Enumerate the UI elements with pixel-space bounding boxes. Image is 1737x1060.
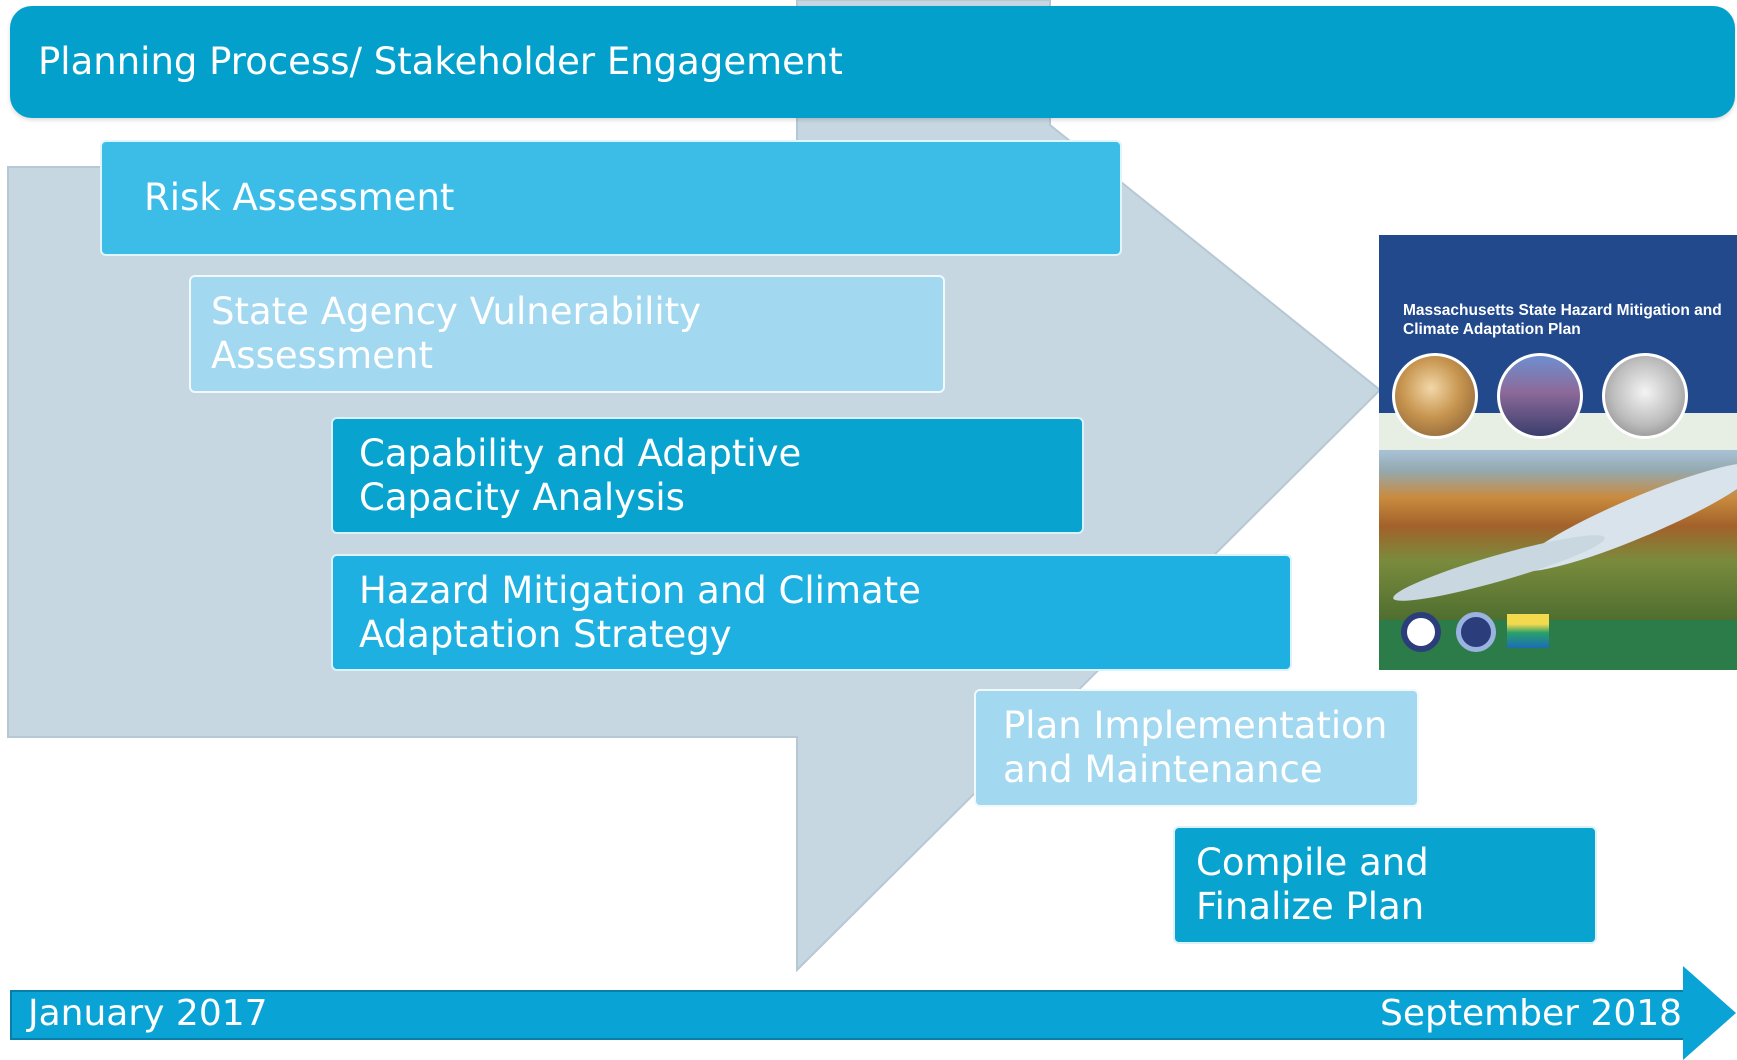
- cover-photo-3: [1602, 353, 1688, 439]
- plan-implementation-box: Plan Implementation and Maintenance: [974, 689, 1419, 807]
- plan-cover-image: Massachusetts State Hazard Mitigation an…: [1379, 235, 1737, 670]
- mitigation-strategy-label: Hazard Mitigation and Climate Adaptation…: [359, 568, 921, 656]
- timeline-start-label: January 2017: [28, 993, 268, 1034]
- mitigation-strategy-box: Hazard Mitigation and Climate Adaptation…: [331, 554, 1292, 671]
- cover-photo-1: [1392, 353, 1478, 439]
- compile-finalize-label: Compile and Finalize Plan: [1196, 841, 1429, 928]
- risk-assessment-label: Risk Assessment: [144, 176, 455, 220]
- capability-analysis-box: Capability and Adaptive Capacity Analysi…: [331, 417, 1084, 534]
- timeline-bar: [10, 990, 1690, 1040]
- capability-analysis-label: Capability and Adaptive Capacity Analysi…: [359, 431, 802, 519]
- plan-implementation-label: Plan Implementation and Maintenance: [1003, 704, 1388, 791]
- planning-process-bar: Planning Process/ Stakeholder Engagement: [10, 6, 1735, 118]
- compile-finalize-box: Compile and Finalize Plan: [1173, 826, 1597, 944]
- vulnerability-assessment-box: State Agency Vulnerability Assessment: [189, 275, 945, 393]
- vulnerability-assessment-label: State Agency Vulnerability Assessment: [211, 290, 702, 377]
- state-seal-icon: [1401, 612, 1441, 652]
- cover-photo-2: [1497, 353, 1583, 439]
- timeline-arrowhead: [1683, 966, 1736, 1060]
- risk-assessment-box: Risk Assessment: [100, 140, 1122, 256]
- timeline-end-label: September 2018: [1380, 993, 1683, 1034]
- agency-seal-icon: [1456, 612, 1496, 652]
- agency-logo-icon: [1507, 614, 1549, 648]
- cover-title: Massachusetts State Hazard Mitigation an…: [1403, 302, 1722, 338]
- planning-process-label: Planning Process/ Stakeholder Engagement: [38, 40, 843, 84]
